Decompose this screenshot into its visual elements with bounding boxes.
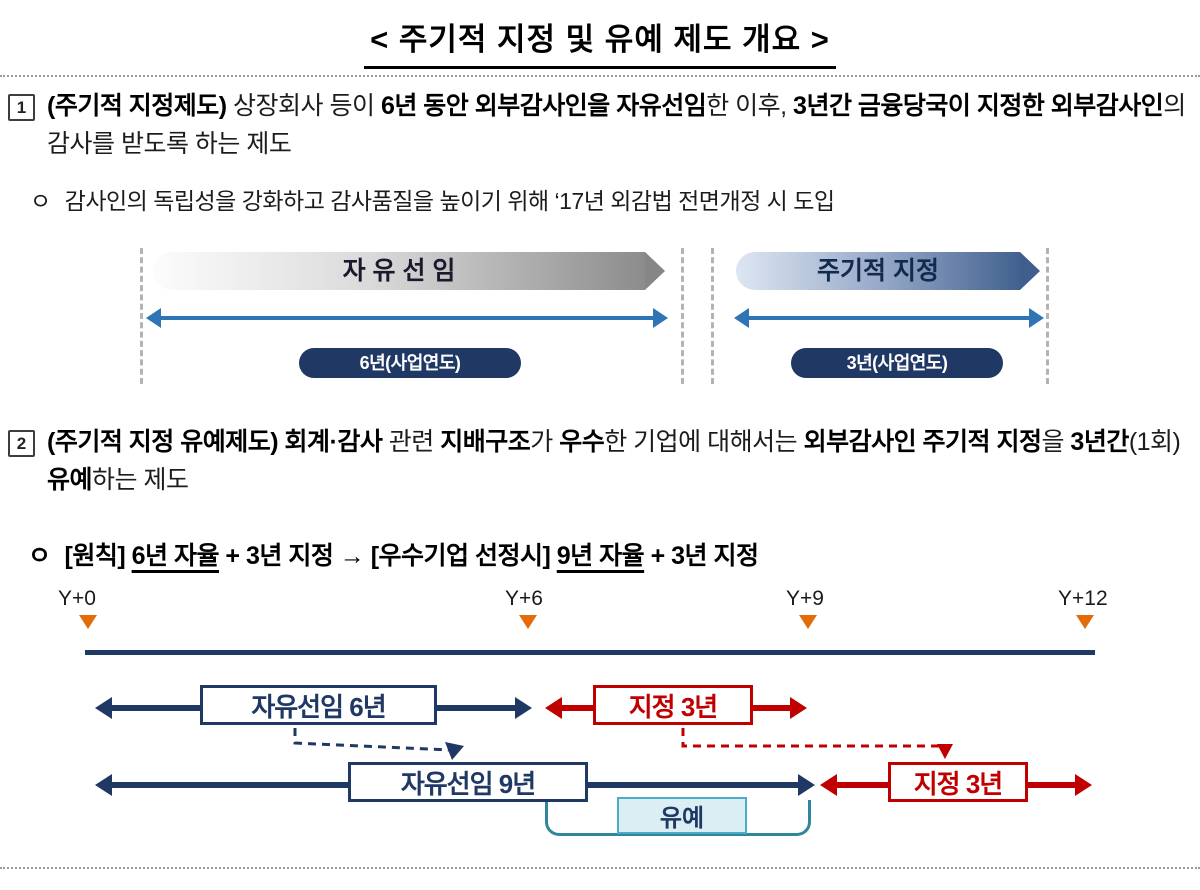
row1-free-selection-box: 자유선임 6년 <box>200 685 437 725</box>
text-segment: 6년 자율 <box>131 542 220 570</box>
bottom-dotted-divider <box>0 867 1200 869</box>
section2-text: (주기적 지정 유예제도) 회계·감사 관련 지배구조가 우수한 기업에 대해서… <box>47 424 1192 499</box>
designation-span-arrow <box>734 308 1044 328</box>
deferral-box: 유예 <box>617 797 747 834</box>
free-selection-pill: 자 유 선 임 <box>153 252 665 290</box>
text-segment: (주기적 지정 유예제도) <box>47 428 285 456</box>
arrowhead-left-icon <box>146 308 161 328</box>
text-segment: 6년 동안 외부감사인을 자유선임 <box>380 92 707 120</box>
dashed-separator <box>711 248 714 384</box>
arrowhead-left-icon <box>820 774 837 796</box>
timeline-baseline <box>85 650 1095 655</box>
arrow-shaft <box>745 316 1033 320</box>
dashed-separator <box>1046 248 1049 384</box>
text-segment: 한 이후, <box>706 92 794 120</box>
section2-paragraph: 2 (주기적 지정 유예제도) 회계·감사 관련 지배구조가 우수한 기업에 대… <box>8 424 1192 499</box>
navy-connector-arrowhead-icon <box>445 742 464 760</box>
text-segment: 상장회사 등이 <box>233 92 381 120</box>
free-selection-period-badge: 6년(사업연도) <box>299 348 521 378</box>
arrowhead-right-icon <box>515 697 532 719</box>
text-segment: 의 감사를 받도록 하는 제도 <box>47 92 1186 158</box>
deferral-timeline-diagram: Y+0 Y+6 Y+9 Y+12 자유선임 6년 지정 3년 <box>0 585 1200 865</box>
section1-paragraph: 1 (주기적 지정제도) 상장회사 등이 6년 동안 외부감사인을 자유선임한 … <box>8 88 1192 163</box>
text-segment: + 3년 지정 <box>644 542 759 570</box>
section1-text: (주기적 지정제도) 상장회사 등이 6년 동안 외부감사인을 자유선임한 이후… <box>47 88 1192 163</box>
red-dashed-connector <box>681 728 945 748</box>
text-segment: (1회) <box>1128 428 1181 456</box>
section1-bullet-text: 감사인의 독립성을 강화하고 감사품질을 높이기 위해 ‘17년 외감법 전면개… <box>64 188 835 214</box>
text-segment: 관련 <box>382 428 441 456</box>
deferral-flow-connectors <box>293 728 953 760</box>
timeline-label-y12: Y+12 <box>1058 587 1108 610</box>
arrowhead-left-icon <box>545 697 562 719</box>
section2-number-box: 2 <box>8 430 35 457</box>
row2-free-selection-box: 자유선임 9년 <box>348 762 588 802</box>
text-segment: 회계·감사 <box>284 428 383 456</box>
top-dotted-divider <box>0 75 1200 77</box>
text-segment: + 3년 지정 → [우수기업 선정시] <box>218 542 557 570</box>
text-segment: 을 <box>1041 428 1071 456</box>
text-segment: 하는 제도 <box>92 465 189 494</box>
row1-designation-box: 지정 3년 <box>593 685 753 725</box>
text-segment: 외부감사인 주기적 지정 <box>803 428 1042 456</box>
designation-cycle-diagram: 자 유 선 임 주기적 지정 6년(사업연도) 3년(사업연도) <box>0 246 1200 388</box>
text-segment: 유예 <box>47 465 93 494</box>
timeline-marker-icon <box>799 615 817 629</box>
dashed-separator <box>140 248 143 384</box>
periodic-designation-pill: 주기적 지정 <box>736 252 1040 290</box>
text-segment: 한 기업에 대해서는 <box>604 428 804 456</box>
timeline-label-y9: Y+9 <box>786 587 824 610</box>
text-segment: 가 <box>530 428 560 456</box>
timeline-marker-icon <box>519 615 537 629</box>
section1-number-box: 1 <box>8 94 35 121</box>
row2-designation-box: 지정 3년 <box>888 762 1028 802</box>
bullet-marker: ㅇ <box>28 542 51 570</box>
arrowhead-right-icon <box>1075 774 1092 796</box>
arrow-shaft <box>157 316 657 320</box>
text-segment: 3년간 금융당국이 지정한 외부감사인 <box>793 92 1164 120</box>
arrowhead-left-icon <box>95 697 112 719</box>
timeline-label-y6: Y+6 <box>505 587 543 610</box>
text-segment: 3년간 <box>1070 428 1129 456</box>
section2-rule-bullet: ㅇ [원칙] 6년 자율 + 3년 지정 → [우수기업 선정시] 9년 자율 … <box>28 536 1190 572</box>
deferral-bracket <box>545 800 811 836</box>
timeline-marker-icon <box>79 615 97 629</box>
arrowhead-right-icon <box>798 774 815 796</box>
red-connector-arrowhead-icon <box>937 744 953 759</box>
arrowhead-left-icon <box>734 308 749 328</box>
dashed-separator <box>681 248 684 384</box>
title-row: < 주기적 지정 및 유예 제도 개요 > <box>0 14 1200 69</box>
timeline-label-y0: Y+0 <box>58 587 96 610</box>
arrowhead-right-icon <box>653 308 668 328</box>
text-segment: 9년 자율 <box>556 542 645 570</box>
rule-text: [원칙] 6년 자율 + 3년 지정 → [우수기업 선정시] 9년 자율 + … <box>65 536 759 572</box>
text-segment: (주기적 지정제도) <box>47 92 234 120</box>
designation-period-badge: 3년(사업연도) <box>791 348 1003 378</box>
bullet-marker: ㅇ <box>30 188 51 214</box>
free-selection-span-arrow <box>146 308 668 328</box>
text-segment: [원칙] <box>64 542 132 570</box>
timeline-marker-icon <box>1076 615 1094 629</box>
section1-bullet: ㅇ 감사인의 독립성을 강화하고 감사품질을 높이기 위해 ‘17년 외감법 전… <box>30 182 1190 216</box>
text-segment: 우수 <box>559 428 605 456</box>
arrowhead-left-icon <box>95 774 112 796</box>
navy-dashed-connector <box>293 728 451 752</box>
text-segment: 지배구조 <box>440 428 531 456</box>
arrowhead-right-icon <box>1029 308 1044 328</box>
arrowhead-right-icon <box>790 697 807 719</box>
page-title: < 주기적 지정 및 유예 제도 개요 > <box>364 14 836 69</box>
